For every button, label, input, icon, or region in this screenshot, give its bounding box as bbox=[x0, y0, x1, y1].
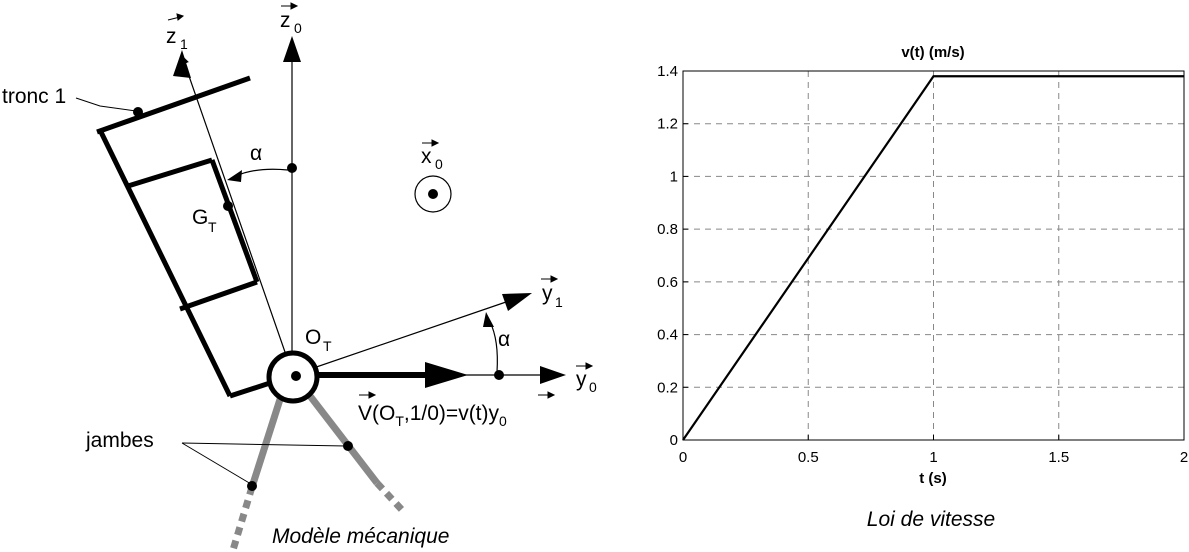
z1-subscript: 1 bbox=[180, 36, 188, 52]
y-tick-label: 0.4 bbox=[657, 327, 678, 344]
y1-axis bbox=[292, 301, 507, 376]
y-tick-label: 0.6 bbox=[657, 274, 678, 291]
tronc-dot bbox=[133, 107, 143, 117]
leg-left-dashed bbox=[229, 485, 256, 552]
y-tick-label: 1.4 bbox=[657, 63, 678, 80]
z0-subscript: 0 bbox=[294, 20, 302, 36]
alpha-right-label: α bbox=[498, 328, 510, 351]
x0-out-of-plane-dot bbox=[428, 189, 438, 199]
hip-joint-center bbox=[291, 371, 301, 381]
jambes-leader-2 bbox=[181, 442, 347, 447]
chart-caption: Loi de vitesse bbox=[867, 508, 995, 531]
x0-subscript: 0 bbox=[435, 156, 443, 172]
trunk-segment-right bbox=[209, 159, 260, 283]
ot-label: O bbox=[305, 326, 321, 349]
y-tick-label: 0.2 bbox=[657, 379, 678, 396]
x0-label: x bbox=[421, 145, 432, 168]
z1-arrowhead bbox=[173, 50, 191, 78]
trunk-bottom bbox=[229, 380, 271, 399]
x-tick-label: 1 bbox=[929, 449, 937, 466]
chart-ticks: 0 0.5 1 1.5 2 0 0.2 0.4 0.6 0.8 1 1.2 1.4 bbox=[657, 63, 1188, 466]
trunk-segment-mid bbox=[179, 279, 258, 312]
alpha-arc-top-head bbox=[227, 170, 242, 182]
leg-right-dot bbox=[343, 441, 353, 451]
mechanical-model: z 1 z 0 x 0 y 1 y 0 α α G T O T tronc 1 … bbox=[2, 2, 597, 552]
chart-grid bbox=[683, 71, 1184, 440]
trunk-shoulder-bar bbox=[96, 75, 251, 135]
y-tick-label: 0.8 bbox=[657, 221, 678, 238]
tronc-label: tronc 1 bbox=[2, 85, 66, 108]
alpha-arc-right bbox=[489, 321, 498, 373]
jambes-label: jambes bbox=[85, 429, 154, 452]
z1-axis bbox=[180, 55, 294, 376]
leg-right-dashed bbox=[374, 480, 405, 513]
trunk-segment-top bbox=[127, 157, 213, 189]
trunk-body bbox=[96, 75, 271, 399]
velocity-equation: V(OT,1/0)=v(t)y0 bbox=[358, 402, 507, 429]
y0-dot bbox=[494, 370, 504, 380]
x-tick-label: 0.5 bbox=[798, 449, 819, 466]
gt-subscript: T bbox=[208, 219, 217, 235]
leg-right bbox=[304, 389, 380, 486]
y-tick-label: 0 bbox=[670, 432, 678, 449]
legs bbox=[229, 388, 405, 552]
vector-over-arrows bbox=[167, 2, 594, 399]
mechanical-model-caption: Modèle mécanique bbox=[272, 525, 449, 548]
z0-dot bbox=[287, 163, 297, 173]
chart-series bbox=[682, 75, 1184, 441]
trunk-left-side bbox=[97, 128, 233, 398]
x-tick-label: 0 bbox=[679, 449, 687, 466]
y-tick-label: 1 bbox=[670, 168, 678, 185]
y-tick-label: 1.2 bbox=[657, 116, 678, 133]
gt-label: G bbox=[192, 206, 208, 229]
velocity-series-line bbox=[682, 75, 1184, 441]
velocity-chart: 0 0.5 1 1.5 2 0 0.2 0.4 0.6 0.8 1 1.2 1.4 v(t) (m/s)… bbox=[657, 44, 1188, 531]
chart-xlabel: t (s) bbox=[919, 470, 947, 487]
velocity-arrowhead bbox=[425, 362, 468, 388]
jambes-leader-1 bbox=[181, 442, 252, 485]
y0-arrowhead bbox=[540, 366, 566, 384]
y1-subscript: 1 bbox=[555, 294, 563, 310]
y0-subscript: 0 bbox=[589, 379, 597, 395]
x-tick-label: 2 bbox=[1180, 449, 1188, 466]
alpha-arc-right-head bbox=[483, 312, 494, 327]
z0-arrowhead bbox=[283, 36, 301, 62]
gt-dot bbox=[223, 201, 233, 211]
alpha-arc-top bbox=[235, 168, 289, 177]
y0-label: y bbox=[576, 368, 587, 391]
chart-title: v(t) (m/s) bbox=[901, 44, 964, 61]
alpha-top-label: α bbox=[250, 142, 262, 165]
z1-label: z bbox=[166, 25, 177, 48]
y1-label: y bbox=[542, 282, 553, 305]
tronc-leader bbox=[75, 97, 137, 112]
leg-left bbox=[248, 388, 287, 489]
x0-out-of-plane-ring bbox=[414, 175, 452, 213]
x-tick-label: 1.5 bbox=[1048, 449, 1069, 466]
ot-subscript: T bbox=[323, 338, 332, 354]
z0-label: z bbox=[280, 9, 291, 32]
y1-arrowhead bbox=[502, 293, 532, 311]
